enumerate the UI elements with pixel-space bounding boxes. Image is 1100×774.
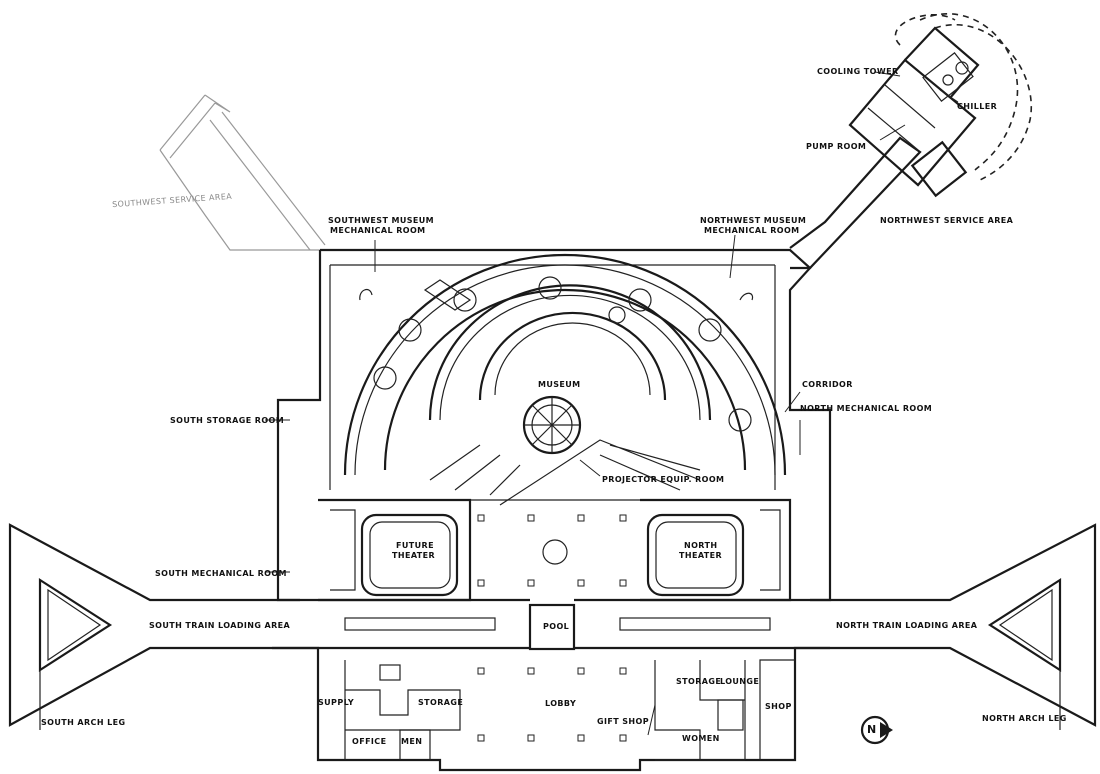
label-north-theater-line1: NORTH [684,541,718,550]
label-lounge: LOUNGE [720,677,760,686]
label-museum: MUSEUM [538,380,581,389]
train-loading-corridor [272,598,830,650]
label-chiller: CHILLER [957,102,998,111]
label-storage-north: STORAGE [676,677,722,686]
label-lobby: LOBBY [545,699,577,708]
label-gift-shop: GIFT SHOP [597,717,649,726]
label-northwest-service-area: NORTHWEST SERVICE AREA [880,216,1014,225]
label-south-mechanical-room: SOUTH MECHANICAL ROOM [155,569,287,578]
label-south-train-loading-area: SOUTH TRAIN LOADING AREA [149,621,291,630]
north-arch-leg-shape [830,523,1097,730]
lobby-columns [477,514,627,742]
label-shop: SHOP [765,702,792,711]
leader-lines [265,71,959,736]
southwest-service-corridor [159,94,326,251]
museum-rings [343,253,787,506]
label-projector-equip-room: PROJECTOR EQUIP. ROOM [602,475,725,484]
label-north-train-loading-area: NORTH TRAIN LOADING AREA [836,621,978,630]
northwest-service-corridor [789,13,1033,270]
building-shell [272,248,832,772]
label-office: OFFICE [352,737,387,746]
service-rooms [344,659,795,761]
label-future-theater-line2: THEATER [392,551,436,560]
label-south-storage-room: SOUTH STORAGE ROOM [170,416,285,425]
label-north-theater-line2: THEATER [679,551,723,560]
label-pool: POOL [543,622,570,631]
label-northwest-museum: NORTHWEST MUSEUM [700,216,807,225]
label-north-mechanical-room: NORTH MECHANICAL ROOM [800,404,933,413]
north-arrow-symbol [860,715,893,745]
label-southwest-mechanical-room: MECHANICAL ROOM [330,226,426,235]
label-southwest-museum: SOUTHWEST MUSEUM [328,216,435,225]
theaters [318,498,792,602]
label-pump-room: PUMP ROOM [806,142,867,151]
label-north-arch-leg: NORTH ARCH LEG [982,714,1067,723]
label-storage-south: STORAGE [418,698,464,707]
label-south-arch-leg: SOUTH ARCH LEG [41,718,126,727]
label-supply: SUPPLY [318,698,355,707]
label-men: MEN [401,737,423,746]
label-future-theater-line1: FUTURE [396,541,434,550]
north-arrow-letter: N [867,723,877,736]
south-arch-leg-shape [8,523,272,730]
label-cooling-tower: COOLING TOWER [817,67,899,76]
label-corridor: CORRIDOR [802,380,853,389]
label-northwest-mechanical-room: MECHANICAL ROOM [704,226,800,235]
label-women: WOMEN [682,734,720,743]
